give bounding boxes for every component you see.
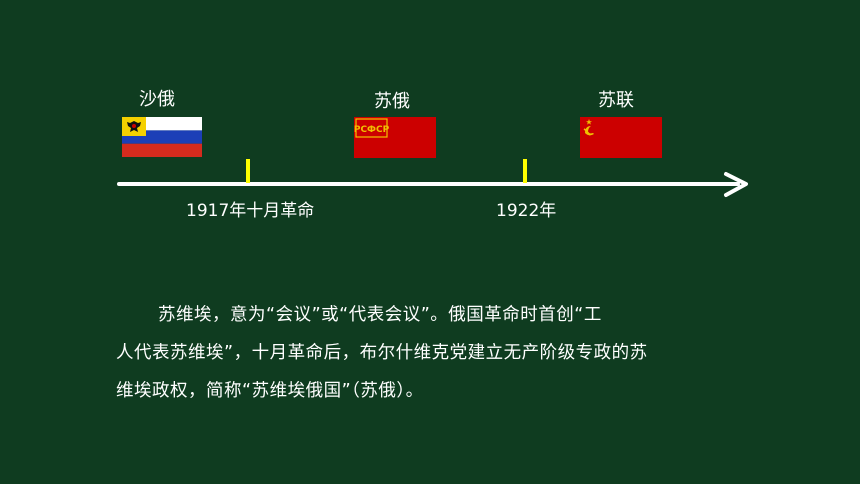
paragraph-line-3: 维埃政权，简称“苏维埃俄国”（苏俄）。: [116, 381, 424, 401]
event-label-1917: 1917年十月革命: [186, 201, 315, 221]
tick-1922: [523, 159, 527, 183]
double-headed-eagle-icon: [127, 121, 141, 132]
paragraph-line-2: 人代表苏维埃”，十月革命后，布尔什维克党建立无产阶级专政的苏: [116, 343, 648, 363]
definition-paragraph: 苏维埃，意为“会议”或“代表会议”。俄国革命时首创“工 人代表苏维埃”，十月革命…: [116, 296, 772, 410]
paragraph-line-1: 苏维埃，意为“会议”或“代表会议”。俄国革命时首创“工: [158, 305, 602, 325]
arrowhead-icon: [724, 172, 748, 197]
event-label-1922: 1922年: [496, 201, 557, 221]
tick-1917: [246, 159, 250, 183]
rsfsr-flag: РСФСР: [354, 117, 436, 158]
period-label-soviet-russia: 苏俄: [374, 91, 410, 112]
period-label-tsarist-russia: 沙俄: [139, 89, 175, 110]
russian-empire-flag: [122, 117, 202, 157]
period-label-soviet-union: 苏联: [598, 90, 634, 111]
rsfsr-emblem-text: РСФСР: [354, 125, 390, 135]
ussr-flag: [580, 117, 662, 158]
hammer-and-sickle-icon: [583, 119, 594, 136]
